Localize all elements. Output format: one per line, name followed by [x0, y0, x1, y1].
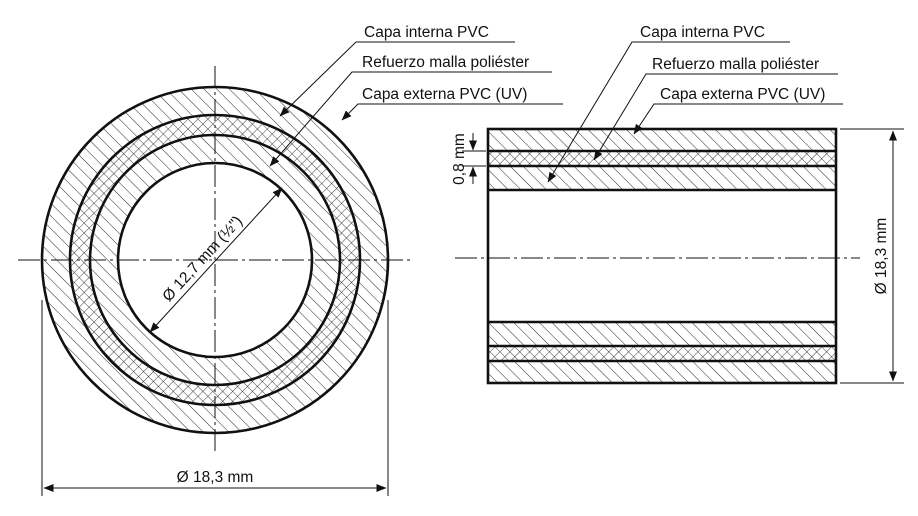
- side-leader-outer-layer: [633, 103, 843, 135]
- top-polyester-mesh-layer: [488, 151, 836, 166]
- leader-inner-layer: [279, 41, 515, 117]
- side-view-outline: [486, 127, 838, 385]
- side-leader-reinforcement: [593, 73, 838, 161]
- side-label-outer-layer: Capa externa PVC (UV): [660, 86, 825, 103]
- label-outer-layer: Capa externa PVC (UV): [362, 86, 527, 103]
- top-outer-pvc-layer: [488, 129, 836, 151]
- outer-diameter-label: Ø 18,3 mm: [177, 469, 254, 486]
- leader-reinforcement: [269, 71, 552, 167]
- side-diameter-label: Ø 18,3 mm: [873, 218, 890, 295]
- top-inner-pvc-layer: [488, 166, 836, 190]
- bottom-outer-pvc-layer: [488, 361, 836, 383]
- side-leader-inner-layer: [547, 41, 790, 183]
- side-label-inner-layer: Capa interna PVC: [640, 24, 765, 41]
- side-label-reinforcement: Refuerzo malla poliéster: [652, 56, 819, 73]
- bottom-polyester-mesh-layer: [488, 346, 836, 361]
- front-view: Ø 12,7 mm (½") Ø 18,3 mm Capa interna PV…: [18, 24, 563, 496]
- side-view: 0,8 mm Ø 18,3 mm Capa interna PVC Refuer…: [451, 24, 904, 385]
- inner-diameter-line: [149, 187, 283, 333]
- label-inner-layer: Capa interna PVC: [364, 24, 489, 41]
- bottom-inner-pvc-layer: [488, 322, 836, 346]
- leader-outer-layer: [341, 103, 563, 121]
- wall-thickness-label: 0,8 mm: [451, 133, 468, 185]
- label-reinforcement: Refuerzo malla poliéster: [362, 54, 529, 71]
